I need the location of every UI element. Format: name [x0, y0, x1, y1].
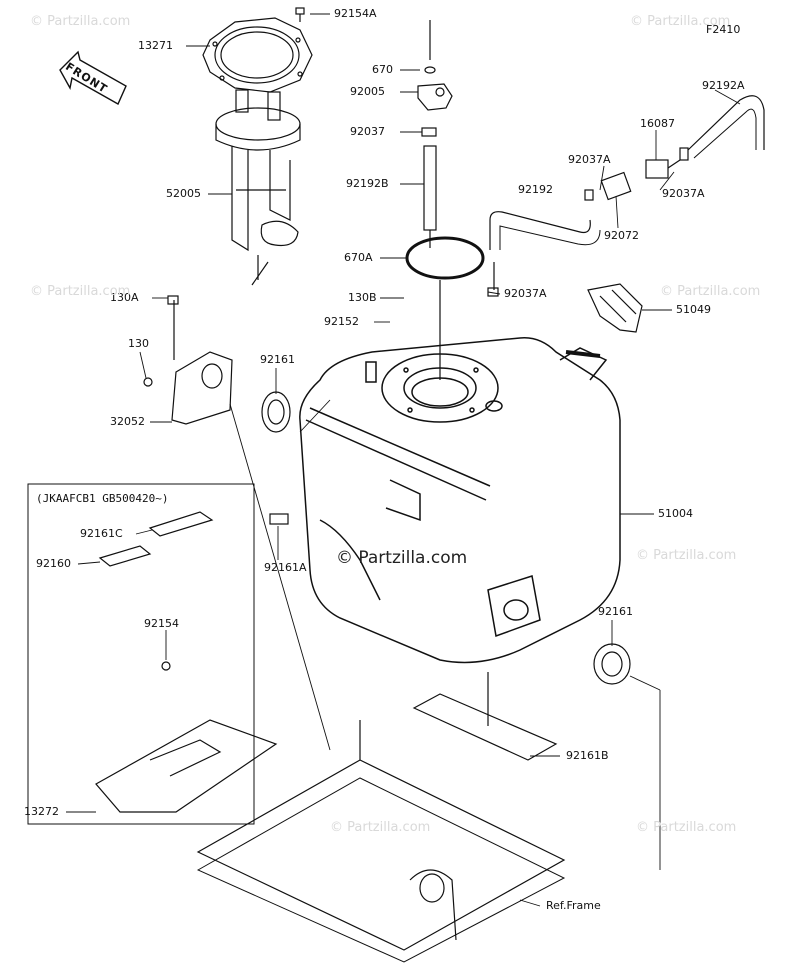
part-label-130B[interactable]: 130B [348, 291, 377, 304]
part-label-92160[interactable]: 92160 [36, 557, 71, 570]
part-label-92161B[interactable]: 92161B [566, 749, 609, 762]
watermark-faint: © Partzilla.com [636, 820, 737, 835]
part-label-51049[interactable]: 51049 [676, 303, 711, 316]
watermark-faint: © Partzilla.com [330, 820, 431, 835]
part-label-92161C[interactable]: 92161C [80, 527, 123, 540]
part-label-52005[interactable]: 52005 [166, 187, 201, 200]
part-label-92005[interactable]: 92005 [350, 85, 385, 98]
diagram-code: F2410 [706, 23, 741, 36]
pressure-regulator [417, 20, 453, 248]
watermark-faint: © Partzilla.com [636, 548, 737, 563]
grommet-left [261, 391, 291, 433]
part-label-92152[interactable]: 92152 [324, 315, 359, 328]
pad-92161B [412, 693, 558, 761]
part-label-92192[interactable]: 92192 [518, 183, 553, 196]
part-label-92037[interactable]: 92037 [350, 125, 385, 138]
variant-box [27, 483, 255, 825]
watermark-faint: © Partzilla.com [660, 284, 761, 299]
part-label-92192B[interactable]: 92192B [346, 177, 389, 190]
bracket-32052 [143, 295, 233, 425]
leader-lines [66, 13, 741, 907]
part-label-13271[interactable]: 13271 [138, 39, 173, 52]
part-label-92161A[interactable]: 92161A [264, 561, 307, 574]
part-label-32052[interactable]: 32052 [110, 415, 145, 428]
part-label-13272[interactable]: 13272 [24, 805, 59, 818]
part-label-92037A-3[interactable]: 92037A [504, 287, 547, 300]
front-arrow-icon [59, 50, 127, 105]
pump-gasket [202, 17, 313, 93]
part-label-130A[interactable]: 130A [110, 291, 139, 304]
variant-note: (JKAAFCB1 GB500420~) [36, 492, 169, 505]
hose-92192 [487, 189, 601, 297]
part-label-51004[interactable]: 51004 [658, 507, 693, 520]
part-label-670[interactable]: 670 [372, 63, 393, 76]
pad-92161A [269, 513, 289, 525]
o-ring-670A [405, 236, 485, 280]
watermark-faint: © Partzilla.com [30, 14, 131, 29]
watermark-faint: © Partzilla.com [630, 14, 731, 29]
filler-cap [587, 283, 643, 333]
part-label-92161-left[interactable]: 92161 [260, 353, 295, 366]
screw-92154A [295, 7, 305, 22]
part-label-92154A[interactable]: 92154A [334, 7, 377, 20]
skid-plate-13272 [95, 661, 278, 813]
part-label-92037A-1[interactable]: 92037A [568, 153, 611, 166]
fuel-pump [215, 89, 301, 286]
watermark-faint: © Partzilla.com [30, 284, 131, 299]
part-label-92037A-2[interactable]: 92037A [662, 187, 705, 200]
part-label-92154[interactable]: 92154 [144, 617, 179, 630]
part-label-16087[interactable]: 16087 [640, 117, 675, 130]
fuel-tank [299, 337, 621, 664]
watermark-center: © Partzilla.com [336, 548, 468, 568]
ref-frame-label: Ref.Frame [546, 899, 601, 912]
pad-92161C [148, 511, 214, 537]
part-label-92192A[interactable]: 92192A [702, 79, 745, 92]
hose-92192A [687, 95, 765, 159]
part-label-92161-right[interactable]: 92161 [598, 605, 633, 618]
part-label-130[interactable]: 130 [128, 337, 149, 350]
grommet-right [593, 643, 631, 685]
frame-reference [196, 720, 566, 963]
part-label-670A[interactable]: 670A [344, 251, 373, 264]
fuel-filter [600, 147, 689, 201]
part-label-92072[interactable]: 92072 [604, 229, 639, 242]
pad-92160 [98, 545, 152, 567]
